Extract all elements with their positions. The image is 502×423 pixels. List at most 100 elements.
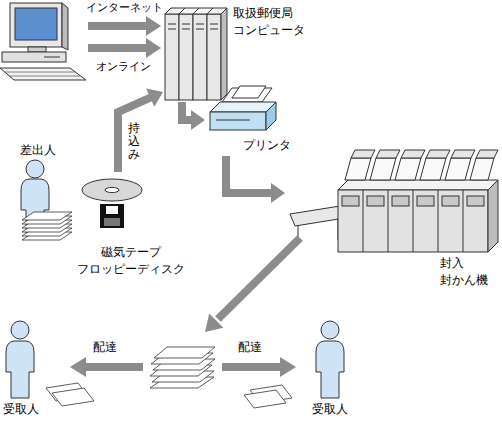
enclosing-machine-icon: [413, 190, 414, 252]
edge-label: 持込み: [128, 122, 140, 162]
printer-icon: [210, 112, 266, 130]
enclosing-machine-icon: [392, 196, 409, 206]
enclosing-machine-icon: [476, 150, 498, 158]
enclosing-machine-icon: [290, 150, 498, 252]
node-label: プリンタ: [243, 138, 291, 153]
flow-arrow: [226, 156, 285, 203]
delivery-label: 配達: [238, 340, 262, 355]
server-icon: [210, 29, 218, 30]
cd-disc: [105, 187, 119, 192]
output-arrow: [218, 238, 300, 319]
computer-icon: [15, 8, 57, 40]
enclosing-machine-icon: [470, 158, 494, 180]
paper-stack: [22, 212, 72, 240]
sender-person-icon: [26, 160, 44, 178]
enclosing-machine-icon: [363, 190, 364, 252]
delivery-arrow: [70, 357, 296, 377]
server-icon: [193, 14, 207, 100]
recipient-person-icon: [316, 341, 344, 398]
flow-arrow-line: [118, 97, 152, 172]
printer-icon: [210, 102, 276, 112]
floppy-disk: [100, 204, 124, 228]
enclosing-machine-icon: [290, 206, 345, 226]
output-arrow: [205, 238, 300, 332]
output-arrow: [205, 314, 223, 332]
enclosing-machine-icon: [445, 158, 471, 180]
server-icon: [182, 24, 190, 25]
enclosing-machine-icon: [338, 180, 498, 190]
flow-arrow: [182, 102, 205, 130]
enclosing-machine-icon: [467, 196, 484, 206]
envelope-icon: [244, 390, 286, 408]
enclosing-machine-icon: [370, 158, 396, 180]
delivery-arrow: [222, 363, 281, 371]
recipient-person-icon: [6, 341, 34, 398]
server-icon: [179, 14, 193, 100]
enclosing-machine-icon: [417, 196, 434, 206]
enclosing-machine-icon: [426, 150, 450, 158]
recipient: 受取人: [0, 318, 56, 422]
printer-icon: [216, 120, 250, 121]
floppy-disk: [104, 218, 120, 226]
flow-arrow: [118, 89, 163, 172]
online-arrow: [88, 22, 147, 30]
storage-media: 磁気テープ フロッピーディスク: [75, 172, 187, 279]
floppy-disk: [106, 206, 118, 214]
online-arrow: [146, 16, 161, 36]
computer-icon: [9, 76, 80, 77]
node-label: 受取人: [3, 402, 39, 417]
computer-icon: [10, 3, 62, 47]
printer-icon: [266, 102, 276, 130]
computer-icon: [28, 47, 46, 52]
enclosing-machine-icon: [388, 190, 389, 252]
post-office-computer: 取扱郵便局 コンピュータ: [163, 2, 307, 102]
arrow-head: [191, 110, 205, 130]
computer-icon: [0, 68, 86, 80]
mail-pile: [154, 347, 215, 358]
computer-icon: [44, 57, 60, 58]
cd-disc: [82, 179, 142, 201]
delivery-label: 配達: [93, 340, 117, 355]
server-icon: [196, 24, 204, 25]
node-label: 取扱郵便局 コンピュータ: [233, 5, 305, 39]
server-icon: [168, 29, 176, 30]
enclosing-machine-icon: [438, 190, 439, 252]
computer-icon: [0, 3, 86, 80]
paper-stack: [22, 212, 72, 220]
connection-label: オンライン: [96, 60, 151, 74]
sender: 差出人: [8, 140, 78, 242]
computer-icon: [62, 3, 68, 50]
mail-pile: [150, 347, 215, 388]
node-label: 封入 封かん機: [440, 255, 488, 289]
printer-icon: [232, 86, 266, 98]
online-arrow: [88, 16, 161, 58]
server-icon: [207, 14, 221, 100]
enclosing-machine-icon: [463, 190, 464, 252]
server-icon: [165, 14, 179, 100]
envelope-icon: [46, 383, 292, 408]
server-icon: [210, 24, 218, 25]
node-label: 差出人: [20, 143, 56, 158]
delivery-arrow: [280, 357, 296, 377]
recipient-person-icon: [321, 321, 339, 339]
enclosing-sealing-machine: 封入 封かん機: [285, 140, 500, 290]
computer-icon: [2, 52, 66, 62]
enclosing-machine-icon: [395, 158, 421, 180]
enclosing-machine-icon: [342, 196, 359, 206]
enclosing-machine-icon: [345, 158, 371, 180]
printer: プリンタ: [205, 84, 293, 156]
server-icon: [221, 8, 227, 100]
online-arrow: [88, 44, 147, 52]
enclosing-machine-icon: [376, 150, 400, 158]
server-icon: [196, 29, 204, 30]
enclosing-machine-icon: [488, 180, 498, 252]
flow-arrow-line: [226, 156, 273, 193]
enclosing-machine-icon: [367, 196, 384, 206]
delivery-arrow: [85, 363, 143, 371]
recipient: 受取人: [305, 318, 361, 422]
envelope-icon: [52, 388, 94, 406]
enclosing-machine-icon: [401, 150, 425, 158]
